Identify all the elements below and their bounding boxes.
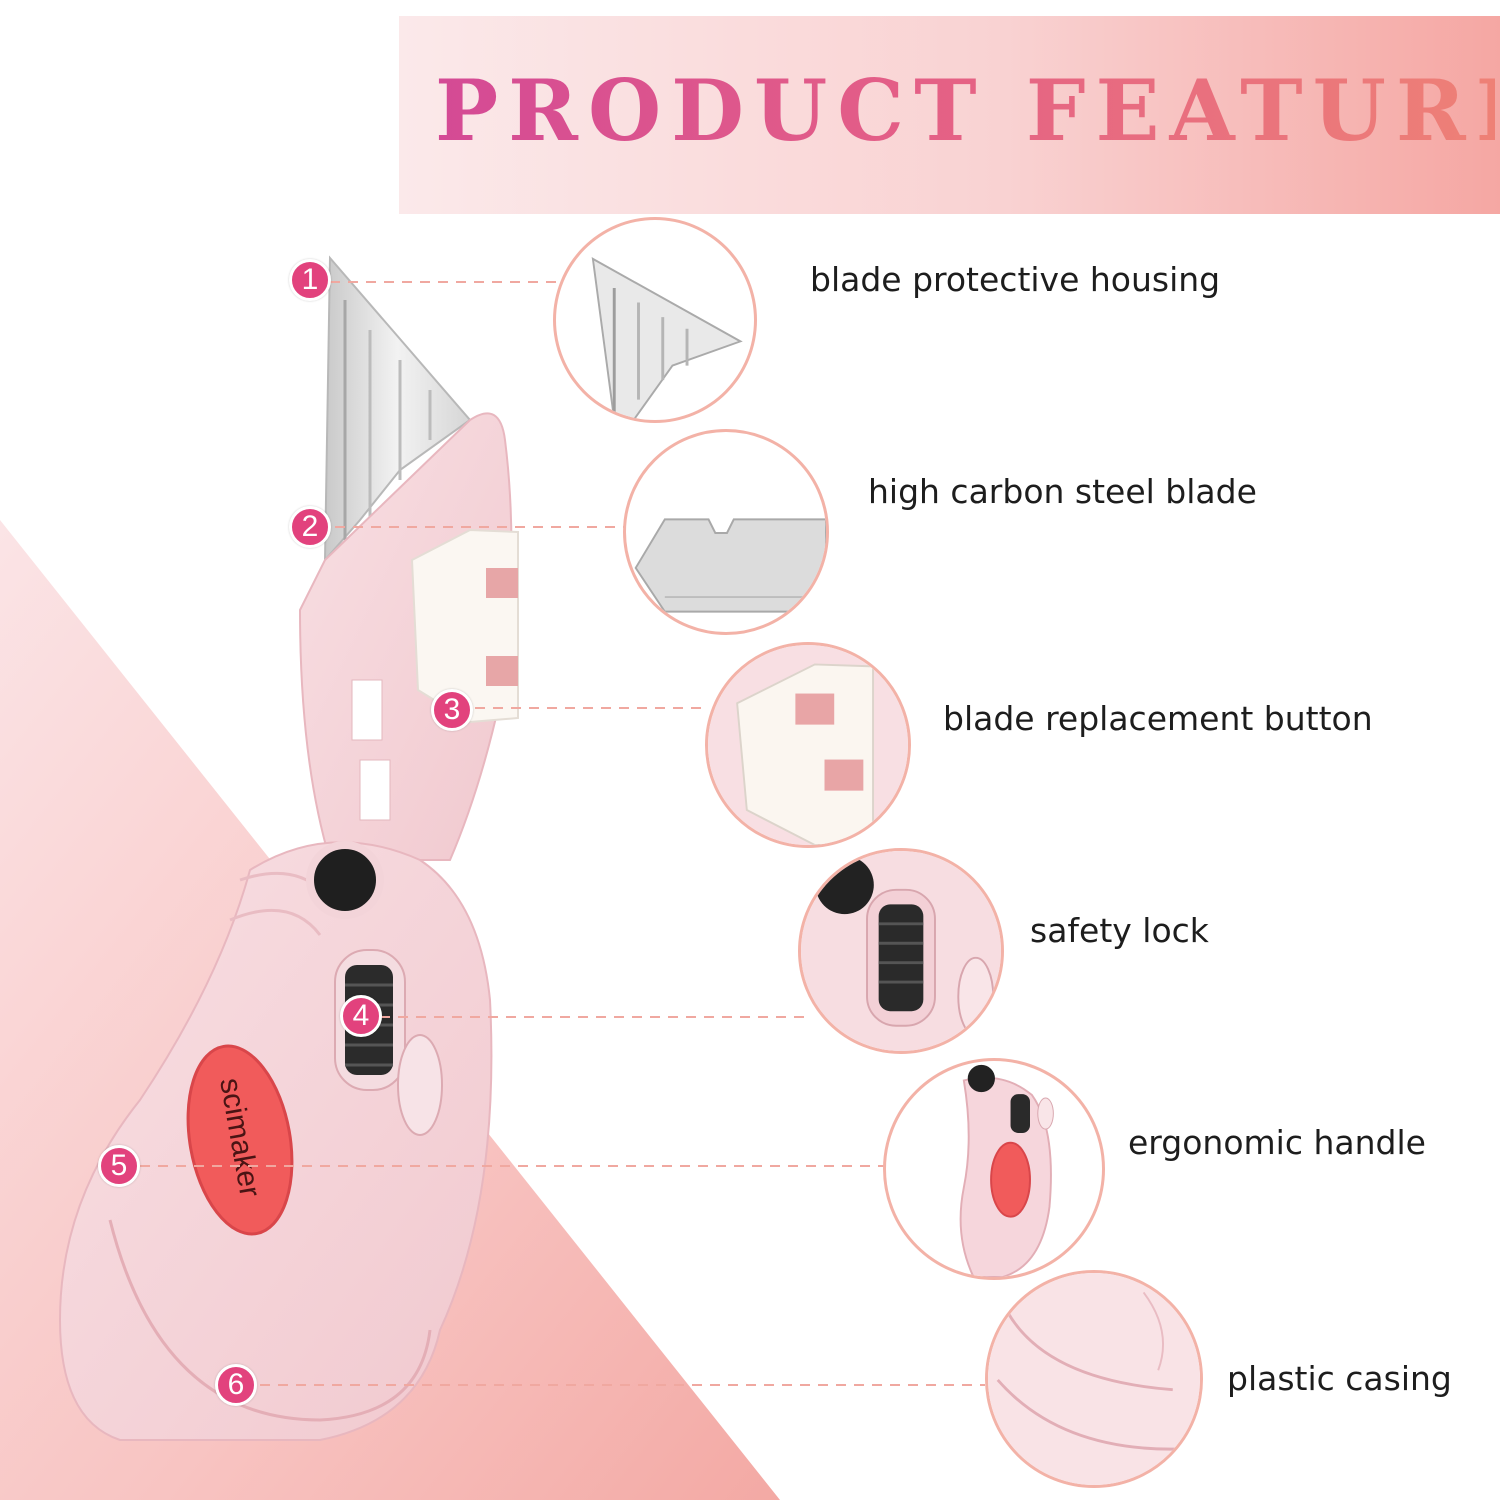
detail-circle-safety-lock: [798, 848, 1004, 1054]
detail-circle-steel-blade: [623, 429, 829, 635]
marker-6: 6: [215, 1364, 257, 1406]
replacement-button: [410, 528, 519, 724]
detail-circle-blade-housing: [553, 217, 757, 423]
blade-housing-closeup-icon: [591, 257, 743, 420]
detail-circle-plastic-casing: [985, 1270, 1203, 1488]
feature-label-2: high carbon steel blade: [868, 472, 1257, 511]
feature-label-5: ergonomic handle: [1128, 1123, 1426, 1162]
header-banner: PRODUCT FEATURE: [399, 16, 1500, 214]
ergonomic-handle-closeup-icon: [959, 1064, 1054, 1277]
feature-label-3: blade replacement button: [943, 699, 1373, 738]
feature-label-4: safety lock: [1030, 911, 1209, 950]
marker-2: 2: [289, 506, 331, 548]
feature-label-1: blade protective housing: [810, 260, 1221, 299]
brand-badge: scimaker: [186, 1044, 294, 1236]
banner-title: PRODUCT FEATURE: [435, 56, 1500, 166]
feature-label-6: plastic casing: [1227, 1359, 1452, 1398]
steel-blade-closeup-icon: [634, 518, 826, 613]
detail-circle-replacement-button: [705, 642, 911, 848]
pivot-screw: [306, 841, 384, 919]
blade-housing: [323, 255, 472, 563]
plastic-casing-closeup-icon: [988, 1273, 1200, 1485]
marker-1: 1: [289, 259, 331, 301]
marker-3: 3: [431, 689, 473, 731]
replacement-button-closeup-icon: [708, 645, 908, 845]
marker-5: 5: [98, 1145, 140, 1187]
detail-circle-ergonomic-handle: [883, 1058, 1105, 1280]
safety-lock-closeup-icon: [801, 851, 1001, 1051]
marker-4: 4: [340, 995, 382, 1037]
